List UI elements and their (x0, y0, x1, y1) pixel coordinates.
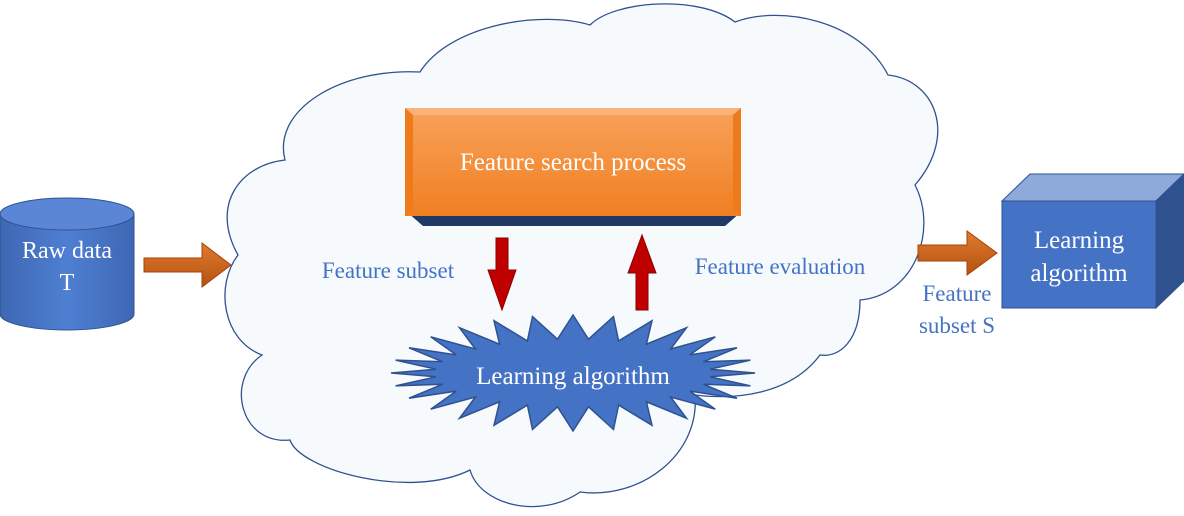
feature-subset-arrow (487, 237, 517, 312)
feature-evaluation-label: Feature evaluation (695, 254, 866, 279)
raw-data-label: Raw data (22, 238, 112, 264)
output-arrow (917, 230, 998, 276)
raw-data-symbol: T (60, 270, 75, 296)
feature-search-process-label: Feature search process (460, 149, 686, 176)
search-cloud (224, 3, 939, 508)
output-learning-algorithm-line1: Learning (1034, 227, 1125, 254)
raw-data-database: Raw data T (0, 197, 135, 331)
learning-algorithm-cube: Learning algorithm (1000, 173, 1184, 310)
feature-subset-s-label-line2: subset S (919, 313, 995, 338)
feature-evaluation-arrow (627, 233, 657, 311)
feature-subset-label: Feature subset (322, 258, 455, 283)
inner-learning-algorithm-label: Learning algorithm (476, 363, 670, 390)
output-learning-algorithm-line2: algorithm (1030, 260, 1128, 287)
input-arrow (143, 241, 232, 289)
feature-search-process-box: Feature search process (405, 108, 741, 226)
feature-subset-s-label-line1: Feature (923, 281, 992, 306)
learning-algorithm-starburst: Learning algorithm (390, 313, 756, 433)
